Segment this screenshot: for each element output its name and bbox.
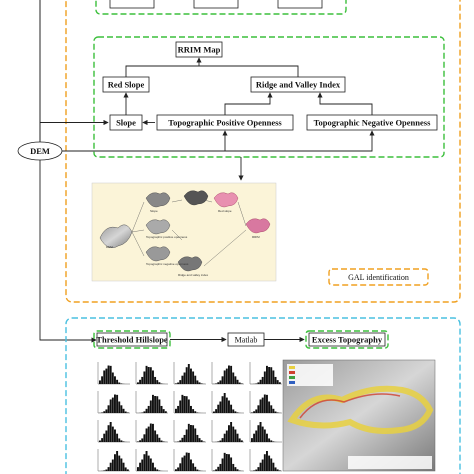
- histogram-thumbnail: [97, 362, 130, 385]
- gal-process-thumbnails: Slope Topographic positive openness Topo…: [99, 190, 271, 277]
- histogram-thumbnail: [173, 449, 206, 472]
- histogram-thumbnail: [211, 449, 244, 472]
- histogram-thumbnail: [135, 362, 168, 385]
- matlab-label: Matlab: [235, 336, 258, 345]
- histogram-thumbnail: [97, 449, 130, 472]
- tno-label: Topographic Negative Openness: [314, 118, 432, 128]
- rrim-connectors: [123, 57, 373, 126]
- dem-trunk-line: [39, 0, 97, 343]
- svg-text:Topographic negative openness: Topographic negative openness: [146, 262, 189, 266]
- rrim-section-frame: [93, 36, 445, 158]
- svg-text:Slope: Slope: [150, 209, 158, 213]
- threshold-hillslope-label: Threshold Hillslope: [96, 335, 168, 345]
- excess-topography-box[interactable]: [305, 330, 389, 349]
- svg-text:Topographic positive openness: Topographic positive openness: [146, 235, 188, 239]
- tpo-label: Topographic Positive Openness: [168, 118, 282, 128]
- histogram-thumbnail: [211, 362, 244, 385]
- histogram-grid: [97, 362, 282, 472]
- histogram-thumbnail: [249, 420, 282, 443]
- orange-outer-frame: [65, 0, 461, 303]
- svg-text:Ridge and valley index: Ridge and valley index: [178, 273, 209, 277]
- excess-topography-map: [282, 359, 436, 472]
- ridge-valley-label: Ridge and Valley Index: [256, 80, 341, 90]
- histogram-thumbnail: [249, 449, 282, 472]
- histogram-thumbnail: [249, 362, 282, 385]
- dem-to-slope-arrow: [39, 119, 109, 142]
- excess-topography-section: [65, 317, 461, 474]
- histogram-thumbnail: [211, 420, 244, 443]
- histogram-thumbnail: [173, 420, 206, 443]
- top-cropped-section: [95, 0, 347, 15]
- rrim-map-box[interactable]: [175, 41, 223, 58]
- gal-identification-label: GAL identification: [348, 273, 409, 282]
- histogram-thumbnail: [249, 391, 282, 414]
- dem-to-tpo-arrow: [62, 130, 228, 152]
- histogram-thumbnail: [173, 391, 206, 414]
- histogram-thumbnail: [135, 449, 168, 472]
- red-slope-label: Red Slope: [108, 80, 145, 90]
- dem-label: DEM: [30, 146, 50, 156]
- excess-topography-label: Excess Topography: [312, 335, 383, 345]
- histogram-thumbnail: [97, 420, 130, 443]
- histogram-thumbnail: [211, 391, 244, 414]
- slope-label: Slope: [116, 118, 136, 128]
- histogram-thumbnail: [135, 420, 168, 443]
- histogram-thumbnail: [97, 391, 130, 414]
- rrim-map-label: RRIM Map: [178, 45, 221, 55]
- histogram-thumbnail: [135, 391, 168, 414]
- gal-identification-box: [328, 268, 429, 286]
- svg-text:RRIM: RRIM: [252, 235, 260, 239]
- svg-text:DEM: DEM: [106, 245, 113, 249]
- svg-text:Red slope: Red slope: [218, 209, 232, 213]
- histogram-thumbnail: [173, 362, 206, 385]
